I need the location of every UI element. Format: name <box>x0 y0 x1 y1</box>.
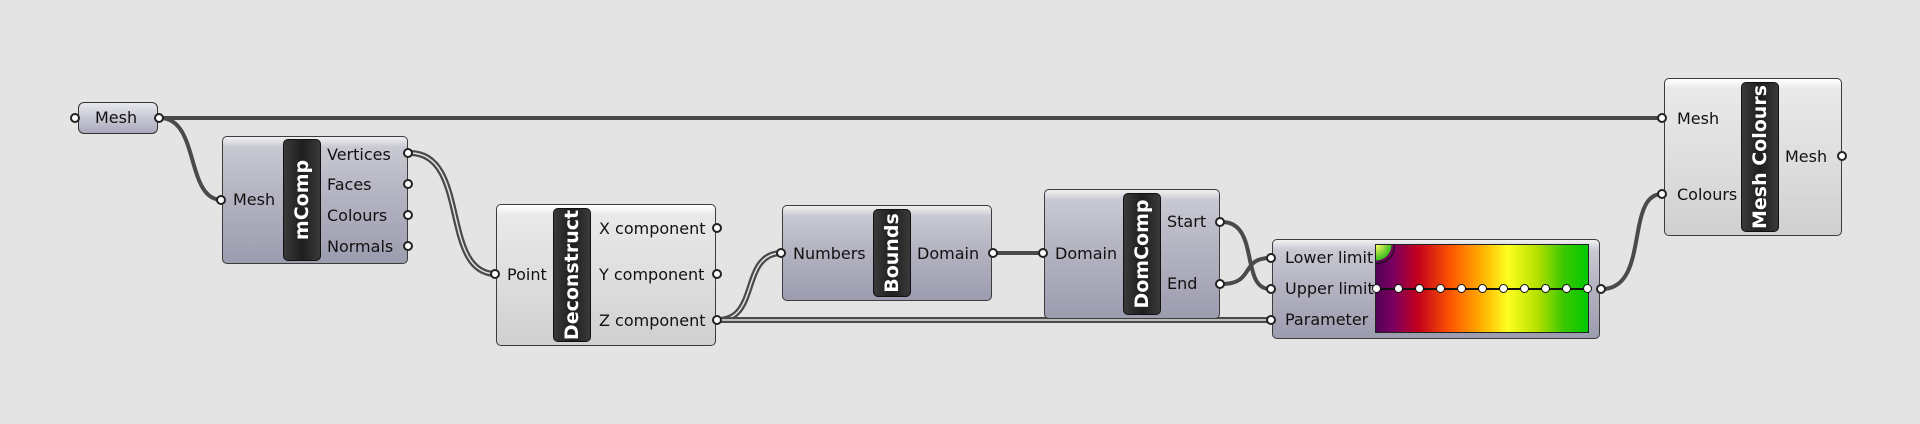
bounds-component[interactable]: Numbers Bounds Domain <box>782 205 992 301</box>
gradient-handle[interactable] <box>1394 284 1403 293</box>
gradient-in-grip-parameter[interactable] <box>1266 315 1276 325</box>
mcomp-in-grip[interactable] <box>216 195 226 205</box>
mcomp-input-mesh: Mesh <box>233 190 276 209</box>
gradient-in-grip-lower[interactable] <box>1266 253 1276 263</box>
mesh-param[interactable]: Mesh <box>78 102 158 134</box>
gradient-handle[interactable] <box>1562 284 1571 293</box>
gradient-handle[interactable] <box>1372 284 1381 293</box>
gradient-handle[interactable] <box>1436 284 1445 293</box>
bounds-out-grip[interactable] <box>988 248 998 258</box>
gradient-handle[interactable] <box>1541 284 1550 293</box>
gradient-handle[interactable] <box>1583 284 1592 293</box>
domcomp-input-domain: Domain <box>1055 244 1118 263</box>
meshcolours-nickname: Mesh Colours <box>1741 82 1779 232</box>
meshcolours-output-mesh: Mesh <box>1785 147 1828 166</box>
mcomp-output-normals: Normals <box>327 237 394 256</box>
mcomp-out-grip-vertices[interactable] <box>403 148 413 158</box>
wire-end-to-lower <box>1220 256 1272 286</box>
mcomp-output-colours: Colours <box>327 206 388 225</box>
domcomp-out-grip-end[interactable] <box>1215 279 1225 289</box>
mcomp-nickname: mComp <box>283 139 321 261</box>
deconstruct-input-point: Point <box>507 265 547 284</box>
gradient-component[interactable]: Lower limit Upper limit Parameter <box>1272 239 1600 339</box>
domcomp-nickname: DomComp <box>1123 193 1161 315</box>
bounds-input-numbers: Numbers <box>793 244 866 263</box>
gradient-out-grip[interactable] <box>1596 284 1606 294</box>
mesh-param-label: Mesh <box>95 108 138 127</box>
wire-vertices-to-point <box>407 150 499 277</box>
domcomp-output-end: End <box>1167 274 1198 293</box>
wire-start-to-upper <box>1220 220 1272 291</box>
wire-mesh-to-mcomp <box>158 116 224 202</box>
gradient-in-grip-upper[interactable] <box>1266 284 1276 294</box>
deconstruct-component[interactable]: Point Deconstruct X component Y componen… <box>496 204 716 346</box>
meshcolours-in-grip-mesh[interactable] <box>1657 113 1667 123</box>
gradient-input-parameter: Parameter <box>1285 310 1369 329</box>
deconstruct-out-grip-x[interactable] <box>712 223 722 233</box>
meshcolours-in-grip-colours[interactable] <box>1657 189 1667 199</box>
deconstruct-output-z: Z component <box>599 311 706 330</box>
meshcolours-input-colours: Colours <box>1677 185 1738 204</box>
mcomp-output-faces: Faces <box>327 175 372 194</box>
gradient-handle[interactable] <box>1499 284 1508 293</box>
meshcolours-component[interactable]: Mesh Colours Mesh Colours Mesh <box>1664 78 1842 236</box>
mcomp-out-grip-colours[interactable] <box>403 210 413 220</box>
mesh-param-in-grip[interactable] <box>70 113 80 123</box>
deconstruct-out-grip-y[interactable] <box>712 269 722 279</box>
deconstruct-nickname: Deconstruct <box>553 208 591 342</box>
mcomp-component[interactable]: Mesh mComp Vertices Faces Colours Normal… <box>222 136 408 264</box>
deconstruct-in-grip[interactable] <box>490 269 500 279</box>
domcomp-out-grip-start[interactable] <box>1215 217 1225 227</box>
mcomp-output-vertices: Vertices <box>327 145 391 164</box>
meshcolours-out-grip[interactable] <box>1837 151 1847 161</box>
deconstruct-output-x: X component <box>599 219 706 238</box>
bounds-output-domain: Domain <box>917 244 980 263</box>
mesh-param-out-grip[interactable] <box>154 113 164 123</box>
domcomp-component[interactable]: Domain DomComp Start End <box>1044 189 1220 319</box>
mcomp-out-grip-faces[interactable] <box>403 179 413 189</box>
bounds-nickname: Bounds <box>873 209 911 297</box>
gradient-ramp[interactable] <box>1372 244 1592 333</box>
meshcolours-input-mesh: Mesh <box>1677 109 1720 128</box>
gradient-input-upper: Upper limit <box>1285 279 1374 298</box>
gradient-handle[interactable] <box>1478 284 1487 293</box>
gradient-handle[interactable] <box>1415 284 1424 293</box>
domcomp-output-start: Start <box>1167 212 1207 231</box>
gradient-input-lower: Lower limit <box>1285 248 1374 267</box>
wire-gradient-to-colours <box>1600 192 1664 291</box>
gradient-handle[interactable] <box>1457 284 1466 293</box>
domcomp-in-grip[interactable] <box>1038 248 1048 258</box>
gradient-handle[interactable] <box>1520 284 1529 293</box>
deconstruct-out-grip-z[interactable] <box>712 315 722 325</box>
deconstruct-output-y: Y component <box>599 265 705 284</box>
mcomp-out-grip-normals[interactable] <box>403 241 413 251</box>
bounds-in-grip[interactable] <box>776 248 786 258</box>
gradient-corner-handle[interactable] <box>1376 245 1395 264</box>
